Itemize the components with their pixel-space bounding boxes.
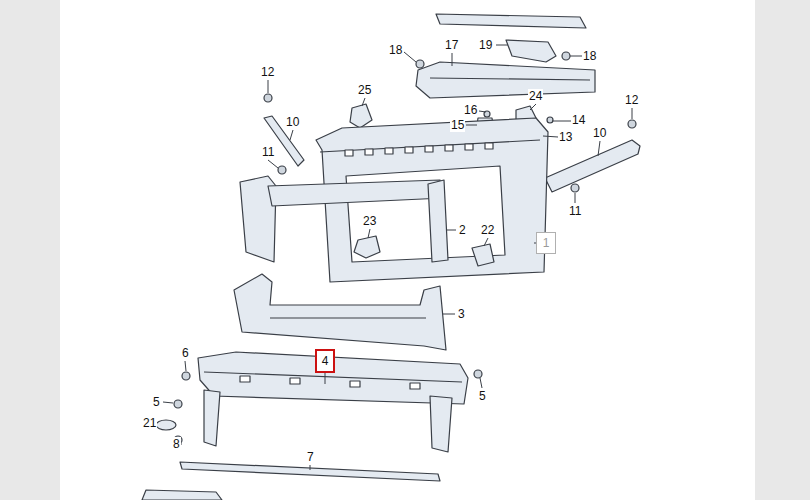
callout-number: 8 bbox=[172, 437, 181, 451]
callout-number: 4 bbox=[317, 354, 333, 368]
callout-number: 14 bbox=[571, 113, 586, 127]
callout-number: 19 bbox=[478, 38, 493, 52]
callout-number: 23 bbox=[362, 214, 377, 228]
callout-number: 7 bbox=[306, 450, 315, 464]
callout-number: 11 bbox=[568, 204, 582, 218]
callout-number: 24 bbox=[528, 89, 543, 103]
callout-number: 17 bbox=[444, 38, 459, 52]
callout-number: 18 bbox=[582, 49, 597, 63]
callout-number: 12 bbox=[260, 65, 275, 79]
callout-number: 25 bbox=[357, 83, 372, 97]
callout-box: 1 bbox=[536, 232, 556, 254]
callout-number: 11 bbox=[261, 145, 275, 159]
callout-box: 4 bbox=[315, 349, 335, 373]
callout-number: 16 bbox=[463, 103, 478, 117]
callout-number: 5 bbox=[478, 389, 487, 403]
callout-number: 10 bbox=[285, 115, 300, 129]
callout-number: 22 bbox=[480, 223, 495, 237]
callout-number: 2 bbox=[458, 223, 467, 237]
callout-number: 6 bbox=[181, 346, 190, 360]
callout-number: 18 bbox=[388, 43, 403, 57]
callout-number: 13 bbox=[558, 130, 573, 144]
callout-number: 21 bbox=[142, 416, 157, 430]
callout-number: 15 bbox=[450, 118, 465, 132]
callout-number: 3 bbox=[457, 307, 466, 321]
callout-number: 10 bbox=[592, 126, 607, 140]
callout-number: 5 bbox=[152, 395, 161, 409]
callout-number: 1 bbox=[537, 236, 555, 250]
callout-number: 12 bbox=[624, 93, 639, 107]
